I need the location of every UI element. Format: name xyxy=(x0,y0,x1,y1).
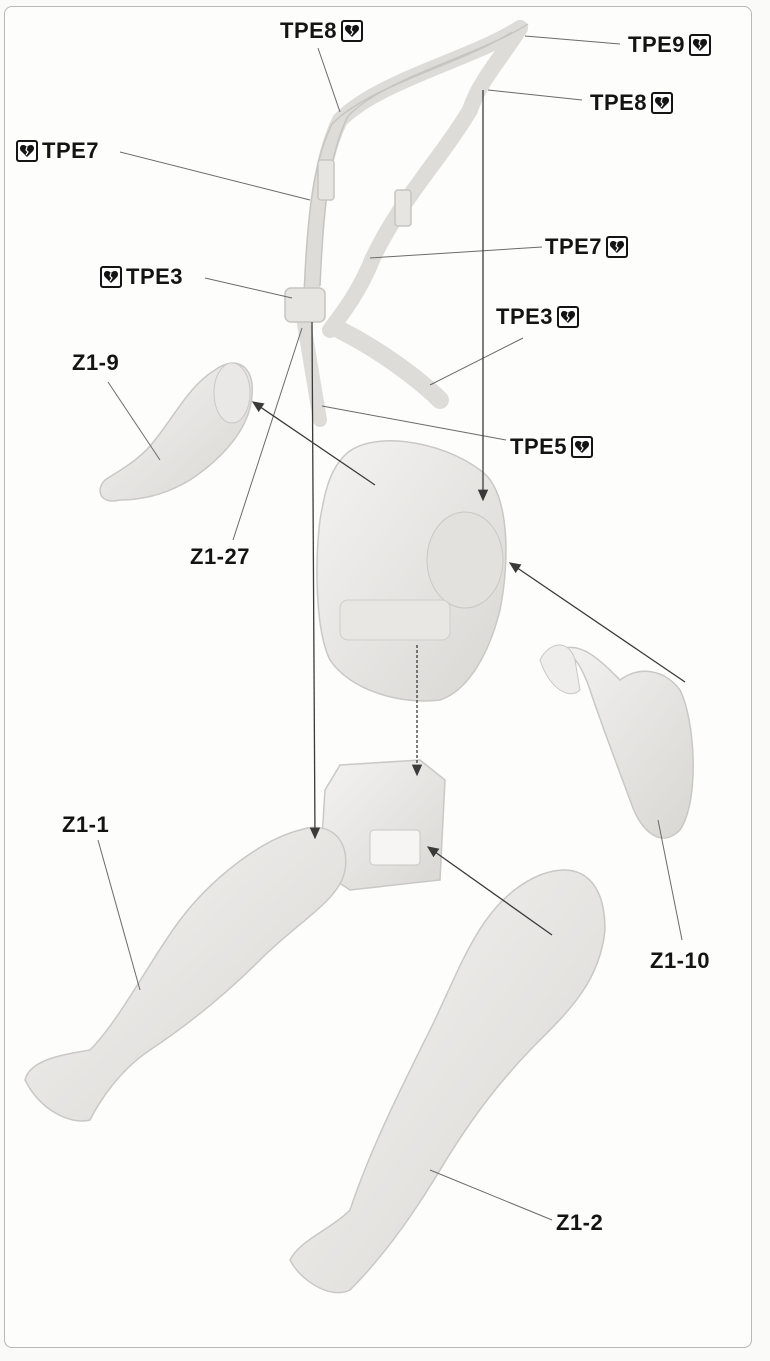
label-text: Z1-1 xyxy=(62,812,109,838)
label-tpe3-left: TPE3 xyxy=(100,264,183,290)
label-tpe7-left: TPE7 xyxy=(16,138,99,164)
label-tpe7-right: TPE7 xyxy=(545,234,628,260)
broken-heart-icon xyxy=(571,436,593,458)
broken-heart-icon xyxy=(606,236,628,258)
label-text: TPE8 xyxy=(590,90,647,116)
part-z1-1-leg xyxy=(25,827,346,1121)
label-text: Z1-9 xyxy=(72,350,119,376)
label-text: TPE7 xyxy=(42,138,99,164)
broken-heart-icon xyxy=(651,92,673,114)
label-z1-9: Z1-9 xyxy=(72,350,119,376)
label-tpe5: TPE5 xyxy=(510,434,593,460)
label-text: Z1-2 xyxy=(556,1210,603,1236)
label-tpe9: TPE9 xyxy=(628,32,711,58)
label-text: TPE8 xyxy=(280,18,337,44)
broken-heart-icon xyxy=(689,34,711,56)
label-text: TPE9 xyxy=(628,32,685,58)
label-text: Z1-27 xyxy=(190,544,250,570)
broken-heart-icon xyxy=(341,20,363,42)
label-text: TPE7 xyxy=(545,234,602,260)
label-text: TPE5 xyxy=(510,434,567,460)
label-text: Z1-10 xyxy=(650,948,710,974)
label-tpe3-right: TPE3 xyxy=(496,304,579,330)
broken-heart-icon xyxy=(557,306,579,328)
label-tpe8-right: TPE8 xyxy=(590,90,673,116)
label-z1-2: Z1-2 xyxy=(556,1210,603,1236)
label-text: TPE3 xyxy=(496,304,553,330)
label-z1-27: Z1-27 xyxy=(190,544,250,570)
label-tpe8-top: TPE8 xyxy=(280,18,363,44)
part-torso-vest xyxy=(317,441,506,701)
broken-heart-icon xyxy=(16,140,38,162)
part-z1-10-arm xyxy=(540,645,693,838)
label-z1-1: Z1-1 xyxy=(62,812,109,838)
part-z1-9-arm xyxy=(100,363,252,501)
label-z1-10: Z1-10 xyxy=(650,948,710,974)
label-text: TPE3 xyxy=(126,264,183,290)
broken-heart-icon xyxy=(100,266,122,288)
